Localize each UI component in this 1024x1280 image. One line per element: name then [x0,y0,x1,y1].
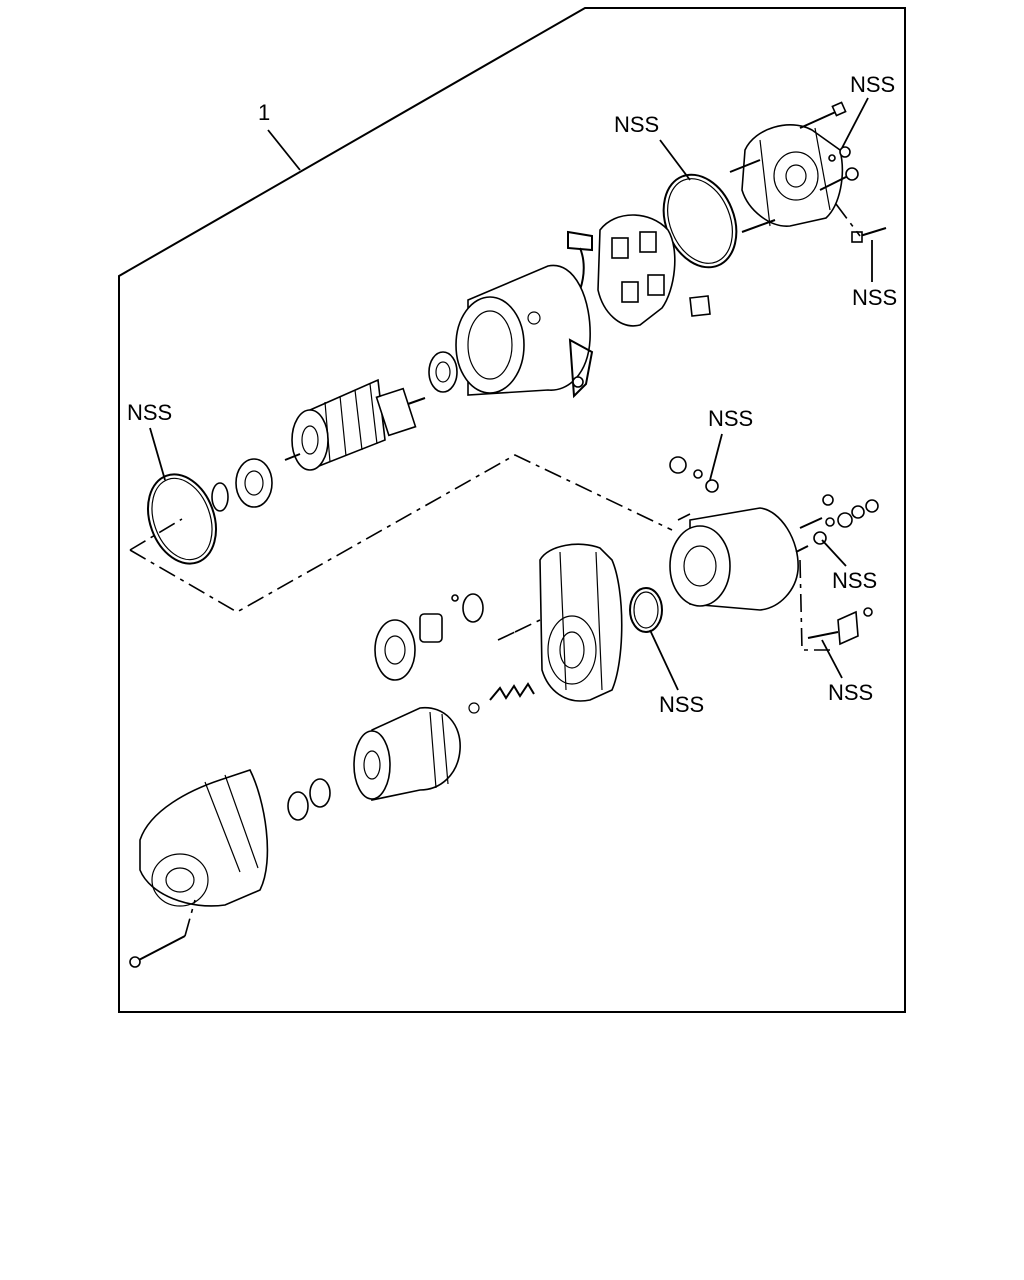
callout-label: NSS [708,406,753,431]
front-housing-bolt [129,935,186,968]
overrunning-clutch [353,707,461,801]
seal-ring-center [629,587,663,633]
callout-label: NSS [850,72,895,97]
front-housing [139,769,269,907]
callout-label: NSS [127,400,172,425]
magnetic-switch [669,507,823,611]
rear-end-frame [729,124,844,233]
brush-holder-screw [851,227,887,243]
reduction-gear [374,619,416,681]
solenoid-nuts [669,456,879,545]
nss-callout: NSS [649,629,704,717]
callout-label: NSS [852,285,897,310]
terminal-plate [807,607,873,646]
armature-bearing-front [235,458,273,508]
assembly-callout: 1 [258,100,301,171]
assembly-callout-label: 1 [258,100,270,125]
small-washer [451,593,484,623]
callout-label: NSS [828,680,873,705]
nss-callout: NSS [821,539,877,593]
armature-bearing-rear [428,351,458,393]
nss-callout: NSS [852,240,897,310]
stop-ring-washers [287,778,331,821]
nss-callout: NSS [841,72,895,149]
brush-holder [567,214,711,327]
nss-callout: NSS [127,400,172,481]
nss-callout: NSS [614,112,691,181]
center-housing [539,543,623,702]
through-bolt-top [799,101,847,129]
pinion-spring [468,682,535,714]
o-ring-center [147,473,217,565]
callout-label: NSS [659,692,704,717]
nss-callout: NSS [821,639,873,705]
callout-label: NSS [614,112,659,137]
assembly-frame [118,7,906,1013]
rear-frame-bolt [819,167,859,191]
gear-hub [419,613,443,643]
armature [284,378,426,471]
nss-callout: NSS [708,406,753,481]
thrust-washer [211,482,229,512]
small-nut-top [828,146,851,162]
yoke-field-frame [455,264,594,399]
center-housing-alignment-line [129,454,673,613]
callout-label: NSS [832,568,877,593]
